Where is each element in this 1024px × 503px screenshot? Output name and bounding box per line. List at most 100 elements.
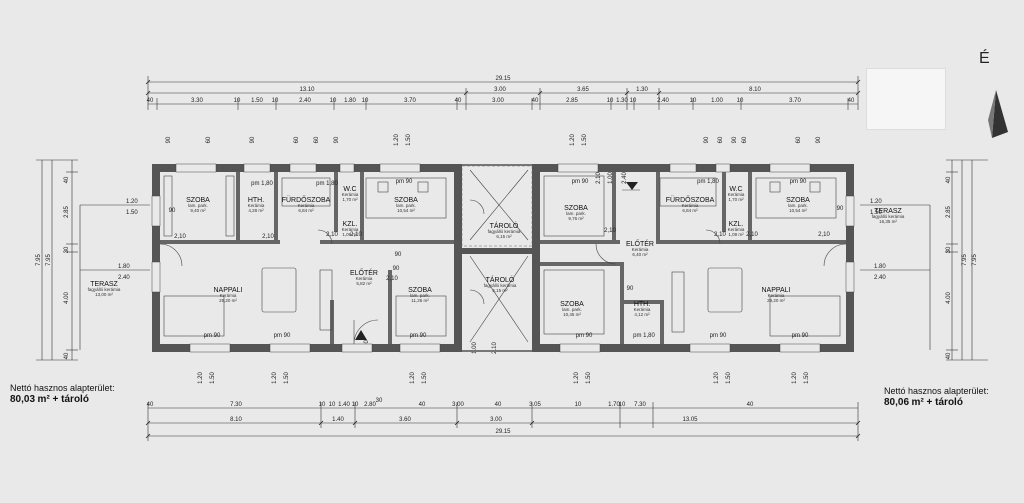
dim-bottom-row2-0: 8.10 [230,417,242,423]
opening-label-22: 2,10 [714,232,726,238]
dimension-lines-sides [36,159,988,361]
room-r_szoba2-floor: lam. park. [788,203,808,208]
dim-top-row2-21: 3.70 [789,98,801,104]
dim-top-tick-right-7: 90 [816,136,822,143]
dim-top-row2-5: 2.40 [299,98,311,104]
dim-vert-right-3: 4.00 [946,292,952,304]
room-r_szoba1-name: SZOBA [564,205,588,212]
dim-bottom-tick-right-4: 1.20 [792,372,798,384]
dim-top-row2-6: 10 [330,98,337,104]
opening-label-21: 2,10 [604,228,616,234]
openings [151,163,855,353]
dim-left-door-2: 2.40 [118,275,130,281]
room-l_szoba2-name: SZOBA [394,197,418,204]
room-l_szoba1-name: SZOBA [186,197,210,204]
dim-bottom-tick-left-1: 1.50 [210,372,216,384]
room-l_hth-floor: Kerámia [248,203,265,208]
dimension-ticks-top [145,79,861,96]
dim-center-vert-2: 2.10 [492,342,498,354]
room-l_terasz-area: 13,00 m² [95,292,113,297]
room-l_terasz-name: TERASZ [90,281,118,288]
room-tarolo2-area: 6,15 m² [492,288,508,293]
opening-label-6: pm 90 [572,179,589,185]
dim-top-tick-left-5: 90 [334,136,340,143]
room-r_kzl-floor: Kerámia [728,227,745,232]
room-l_furdo-name: FÜRDŐSZOBA [282,195,331,204]
dim-bottom-tick-right-5: 1.50 [804,372,810,384]
dim-total-bottom: 29.15 [495,429,511,435]
dim-vert-right-5: 7.95 [962,254,968,266]
room-tarolo2-floor: fagyálló kerámia [484,283,517,288]
dim-vert-right-4: 40 [946,352,952,359]
dim-top-row2-19: 1.00 [711,98,723,104]
room-l_wc-floor: Kerámia [342,192,359,197]
room-l_hth-area: 4,28 m² [248,208,264,213]
furniture [163,169,841,343]
opening-label-17: 2,10 [350,232,362,238]
room-r_szoba3-name: SZOBA [560,301,584,308]
room-l_kzl-name: KZL. [343,221,358,228]
dim-top-tick-left-7: 1.50 [406,134,412,146]
dim-top-row2-9: 3.70 [404,98,416,104]
dimension-ticks-bottom [145,420,861,439]
opening-label-25: 90 [837,206,844,212]
entry-arrows [355,182,638,340]
dim-top-tick-right-4: 90 [732,136,738,143]
opening-label-15: 2,10 [262,234,274,240]
dim-vert-left-5: 7.95 [36,254,42,266]
room-l_szoba3-floor: lam. park. [410,293,430,298]
opening-label-24: 90 [627,286,634,292]
dim-vert-left-6: 7.95 [46,254,52,266]
room-l_wc-area: 1,70 m² [342,197,358,202]
room-l_szoba1-floor: lam. park. [188,203,208,208]
room-l_szoba2-floor: lam. park. [396,203,416,208]
dim-bottom-row1-3: 10 [329,402,336,408]
dim-top-row2-1: 3.30 [191,98,203,104]
room-r_szoba1-floor: lam. park. [566,211,586,216]
dim-right-window-2: 1.50 [870,210,882,216]
room-r_szoba3-area: 10,45 m² [563,312,581,317]
dim-top-row2-10: 40 [455,98,462,104]
dim-bottom-tick-left-5: 1.50 [422,372,428,384]
opening-label-13: 90 [169,208,176,214]
dim-top-tick-right-6: 60 [796,136,802,143]
opening-label-26: 2,10 [818,232,830,238]
dim-bottom-tick-left-2: 1.20 [272,372,278,384]
opening-label-5: pm 90 [410,333,427,339]
dim-vert-left-4: 40 [64,352,70,359]
area-note-left-unit: m² + tároló [37,394,89,405]
opening-label-8: pm 90 [790,179,807,185]
dim-bottom-row1-13: 10 [619,402,626,408]
dim-top-row2-15: 1.30 [616,98,628,104]
area-note-right-title: Nettó hasznos alapterület: [884,386,989,396]
dim-right-window-1: 1.20 [870,199,882,205]
dim-top-row2-14: 10 [607,98,614,104]
dim-top-tick-left-6: 1.20 [394,134,400,146]
opening-label-7: pm 1,80 [697,179,719,185]
dim-vert-right-6: 7.95 [972,254,978,266]
dim-top-row2-0: 40 [147,98,154,104]
room-r_wc-floor: Kerámia [728,192,745,197]
area-note-right-unit: m² + tároló [911,397,963,408]
area-note-left: Nettó hasznos alapterület: 80,03 m² + tá… [10,383,115,405]
room-tarolo1-name: TÁROLÓ [490,221,519,230]
dim-center-vert-0: 2.40 [622,172,628,184]
room-r_terasz-floor: fagyálló kerámia [872,214,905,219]
room-r_nappali-name: NAPPALI [761,287,790,294]
room-l_szoba2-area: 10,54 m² [397,208,415,213]
dim-bottom-row1-4: 1.40 [338,402,350,408]
room-r_kzl-area: 1,09 m² [728,232,744,237]
opening-label-2: pm 90 [396,179,413,185]
dim-top-l1: 13.10 [299,87,315,93]
interior-walls [160,172,846,344]
room-r_terasz-name: TERASZ [874,208,902,215]
dim-bottom-row1-12: 1.70 [608,402,620,408]
dim-bottom-row1-6: 2.80 [364,402,376,408]
dim-top-tick-left-3: 60 [294,136,300,143]
room-l_hth-name: HTH. [248,197,264,204]
dim-bottom-row1-14: 7.30 [634,402,646,408]
opening-label-10: pm 90 [710,333,727,339]
dim-bottom-tick-left-4: 1.20 [410,372,416,384]
dim-bottom-row1-7: 40 [419,402,426,408]
